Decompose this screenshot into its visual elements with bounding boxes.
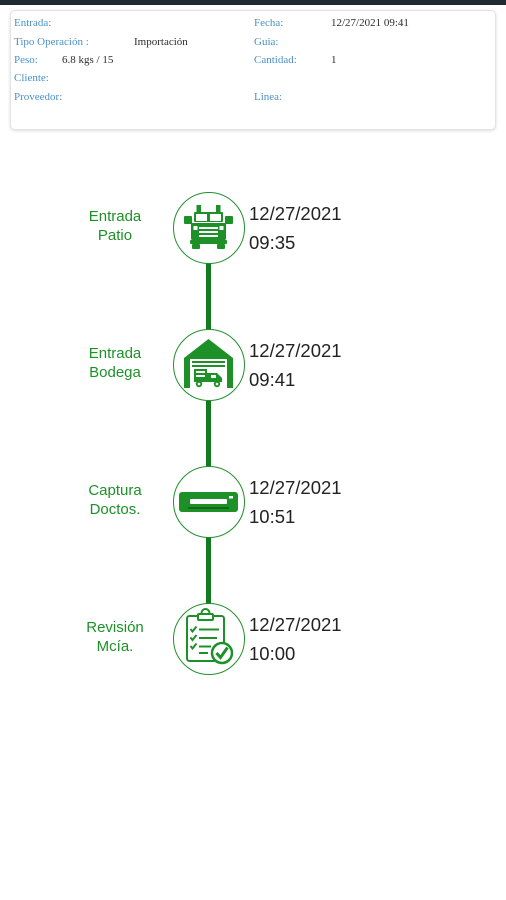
step-label-line2: Patio xyxy=(97,227,133,244)
step-time-entrada-bodega: 12/27/2021 09:41 xyxy=(249,336,342,394)
shipment-info-card xyxy=(10,10,496,130)
step-circle-entrada-bodega[interactable] xyxy=(173,329,245,401)
fecha-value: 12/27/2021 09:41 xyxy=(331,17,409,29)
truck-icon xyxy=(184,205,233,249)
step-time-entrada-patio: 12/27/2021 09:35 xyxy=(249,199,342,257)
step-circle-captura-doctos[interactable] xyxy=(173,466,245,538)
checklist-icon xyxy=(186,608,234,665)
peso-value: 6.8 kgs / 15 xyxy=(62,54,114,66)
step-date: 12/27/2021 xyxy=(249,203,342,224)
step-label-line2: Mcía. xyxy=(96,638,134,655)
step-label-line1: Entrada xyxy=(88,345,142,362)
peso-label: Peso: xyxy=(14,54,38,66)
step-circle-revision-mcia[interactable] xyxy=(173,603,245,675)
step-label-entrada-bodega: Entrada Bodega xyxy=(65,344,165,382)
proveedor-label: Proveedor: xyxy=(14,91,63,103)
tipo-operacion-value: Importación xyxy=(134,36,188,48)
guia-label: Guia: xyxy=(254,36,279,48)
timeline-connector xyxy=(206,400,211,467)
step-label-revision-mcia: Revisión Mcía. xyxy=(65,618,165,656)
step-hour: 10:51 xyxy=(249,506,296,527)
cantidad-label: Cantidad: xyxy=(254,54,297,66)
step-time-captura-doctos: 12/27/2021 10:51 xyxy=(249,473,342,531)
cantidad-value: 1 xyxy=(331,54,337,66)
tipo-operacion-label: Tipo Operación : xyxy=(14,36,89,48)
step-label-line1: Revisión xyxy=(86,619,144,636)
step-hour: 10:00 xyxy=(249,643,296,664)
step-hour: 09:35 xyxy=(249,232,296,253)
step-label-line2: Bodega xyxy=(89,364,141,381)
step-label-captura-doctos: Captura Doctos. xyxy=(65,481,165,519)
step-label-line2: Doctos. xyxy=(89,501,141,518)
step-date: 12/27/2021 xyxy=(249,614,342,635)
fecha-label: Fecha: xyxy=(254,17,284,29)
step-label-entrada-patio: Entrada Patio xyxy=(65,207,165,245)
step-date: 12/27/2021 xyxy=(249,477,342,498)
status-bar xyxy=(0,0,506,5)
cliente-label: Cliente: xyxy=(14,72,49,84)
timeline-connector xyxy=(206,537,211,604)
step-hour: 09:41 xyxy=(249,369,296,390)
entrada-label: Entrada: xyxy=(14,17,52,29)
step-label-line1: Entrada xyxy=(88,208,142,225)
step-date: 12/27/2021 xyxy=(249,340,342,361)
step-circle-entrada-patio[interactable] xyxy=(173,192,245,264)
scanner-icon xyxy=(179,492,238,512)
step-time-revision-mcia: 12/27/2021 10:00 xyxy=(249,610,342,668)
step-label-line1: Captura xyxy=(88,482,142,499)
timeline-connector xyxy=(206,263,211,330)
linea-label: Linea: xyxy=(254,91,283,103)
warehouse-icon xyxy=(184,339,233,388)
